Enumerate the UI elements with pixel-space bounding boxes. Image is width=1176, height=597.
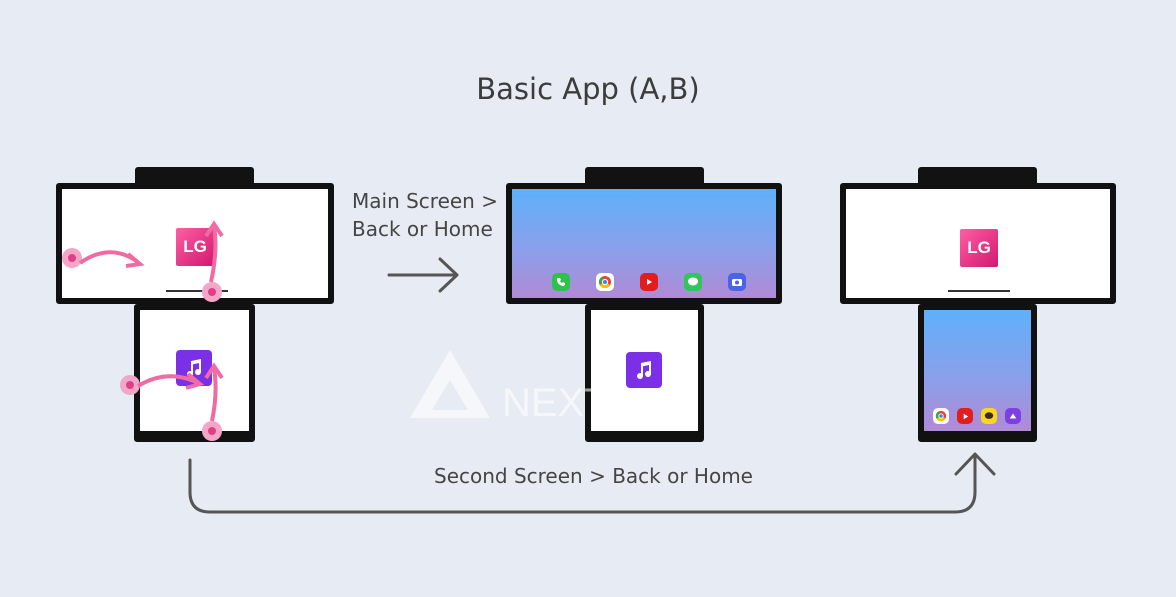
music-app-icon [626, 352, 662, 388]
camera-icon [728, 273, 746, 291]
watermark: NEXT [410, 350, 609, 435]
main-caption-line1: Main Screen > [352, 189, 498, 213]
youtube-icon [640, 273, 658, 291]
chrome-icon [596, 273, 614, 291]
phone-icon [552, 273, 570, 291]
cloud-icon [1005, 408, 1021, 424]
second-screen-caption: Second Screen > Back or Home [434, 464, 753, 488]
chrome-icon [933, 408, 949, 424]
camera-bar [135, 167, 254, 187]
watermark-text: NEXT [502, 381, 600, 425]
messages-icon [684, 273, 702, 291]
lg-logo: LG [960, 229, 998, 267]
home-bar [166, 290, 228, 292]
main-caption-line2: Back or Home [352, 217, 493, 241]
camera-bar [585, 167, 704, 187]
swipe-gesture-second [120, 362, 224, 441]
second-screen [585, 304, 704, 442]
chat-icon [981, 408, 997, 424]
return-arrow-icon [188, 452, 996, 514]
home-bar [948, 290, 1010, 292]
youtube-icon [957, 408, 973, 424]
main-screen-caption: Main Screen > Back or Home [352, 187, 498, 243]
diagram-title: Basic App (A,B) [476, 72, 700, 106]
swipe-gesture-main [62, 220, 224, 302]
main-screen-home [506, 183, 782, 304]
right-arrow-icon [387, 257, 459, 293]
camera-bar [918, 167, 1037, 187]
second-screen-home [918, 304, 1037, 442]
main-screen: LG [840, 183, 1116, 304]
second-screen [134, 304, 255, 442]
